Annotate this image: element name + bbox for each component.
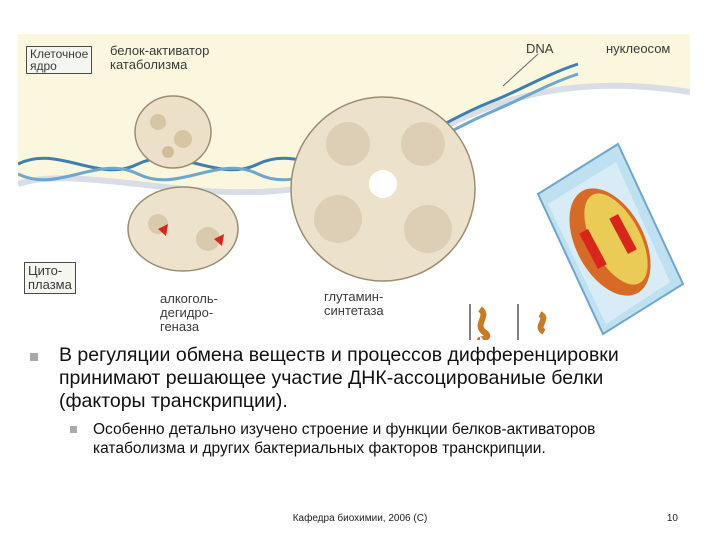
- alcohol-dehydrogenase-protein: [127, 186, 239, 272]
- glutamine-synthetase-protein: [290, 96, 476, 282]
- label-alcohol-dehydrogenase: алкоголь- дегидро- геназа: [160, 291, 218, 334]
- protein-dna-illustration: Клеточное ядро белок-активатор катаболиз…: [18, 34, 690, 340]
- label-cytoplasm: Цито- плазма: [24, 262, 76, 294]
- bullet-square-icon: [30, 353, 38, 361]
- label-cell-nucleus: Клеточное ядро: [26, 46, 93, 74]
- label-nucleosome: нуклеосом: [606, 41, 671, 56]
- sub-bullet-item: Особенно детально изучено строение и фун…: [70, 420, 680, 458]
- main-bullet-text: В регуляции обмена веществ и процессов д…: [59, 344, 619, 412]
- page-number: 10: [666, 513, 678, 524]
- label-glutamine-synthetase: глутамин- синтетаза: [324, 289, 384, 318]
- footer-credit: Кафедра биохимии, 2006 (С): [292, 513, 428, 524]
- label-dna: DNA: [526, 41, 554, 56]
- activator-protein: [134, 95, 212, 169]
- main-bullet-item: В регуляции обмена веществ и процессов д…: [30, 344, 680, 413]
- sub-bullet-text: Особенно детально изучено строение и фун…: [93, 421, 596, 457]
- illustration-drawing: [18, 34, 690, 340]
- label-catabolite-activator: белок-активатор катаболизма: [110, 43, 210, 72]
- bullet-square-icon: [70, 426, 77, 433]
- nucleosome: [536, 142, 685, 336]
